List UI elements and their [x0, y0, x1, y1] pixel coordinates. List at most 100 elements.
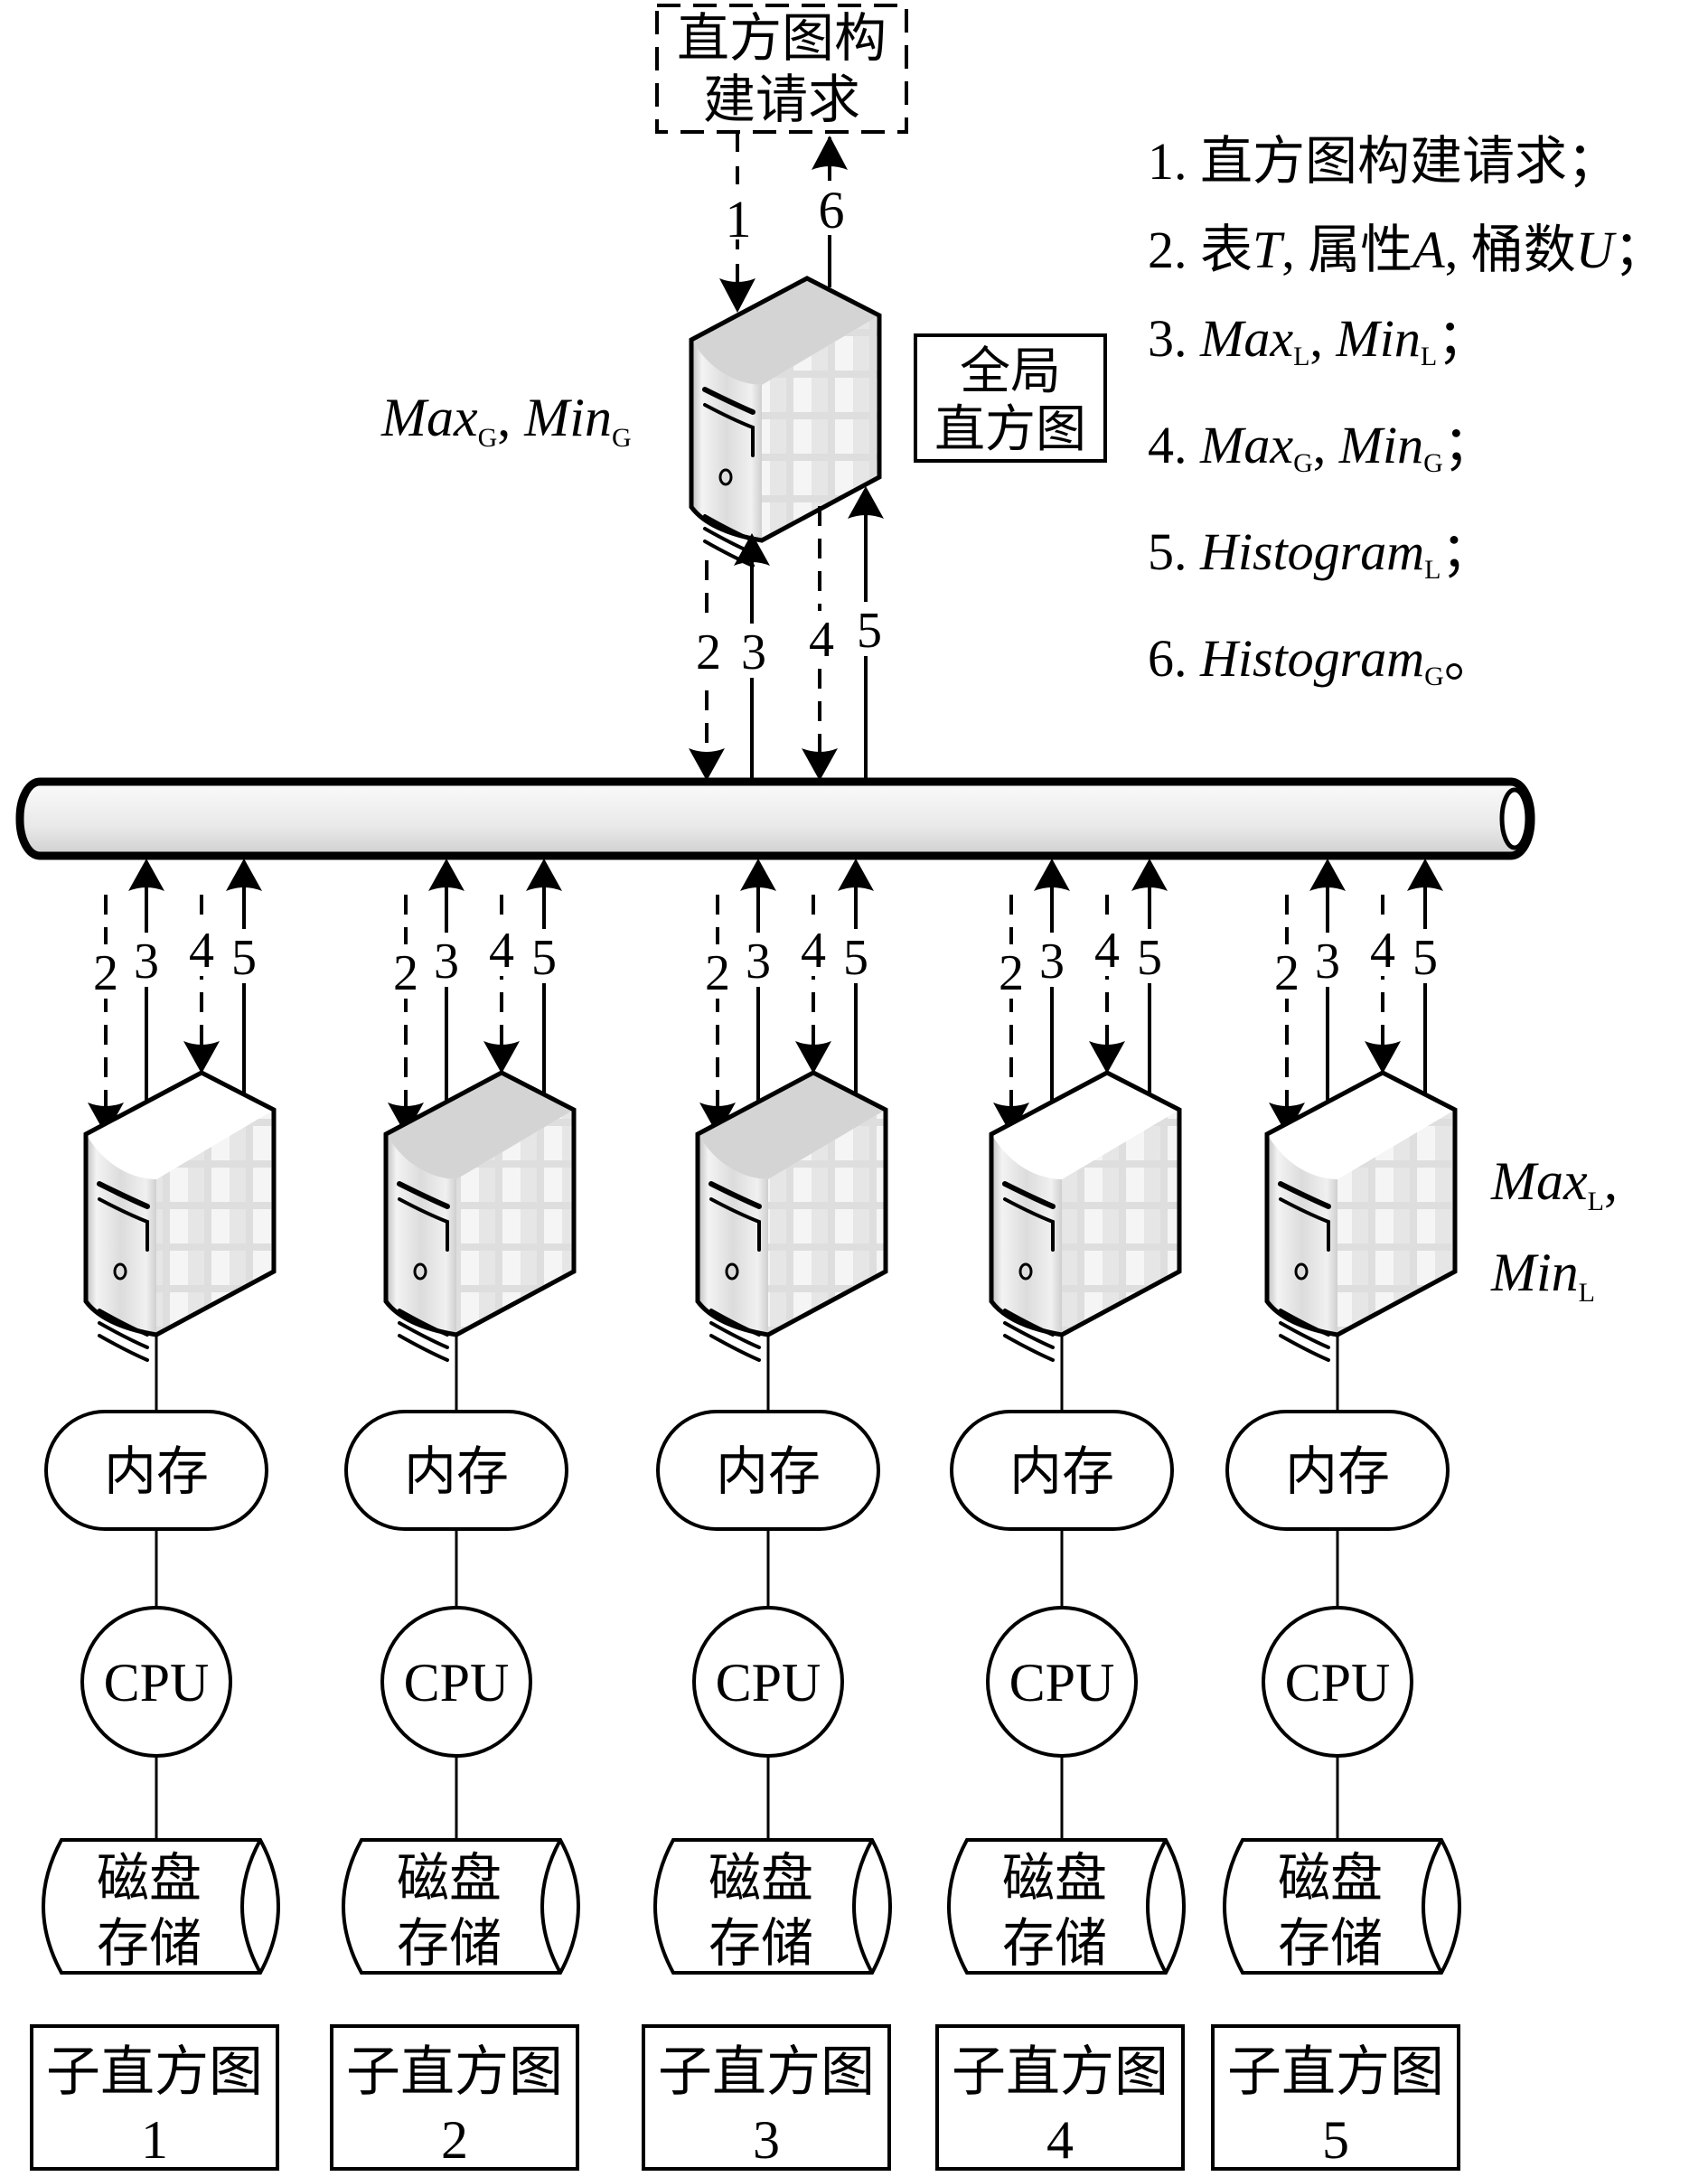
node-arrow-3-label: 3	[1039, 934, 1065, 990]
node-arrow-4-head	[1089, 1041, 1125, 1074]
legend-number: 5.	[1148, 522, 1200, 581]
sub-histogram-index: 3	[753, 2110, 780, 2170]
node-arrow-5-head	[838, 859, 874, 891]
server-vent-line	[1279, 1334, 1330, 1362]
legend-text: ；	[1442, 416, 1496, 474]
global-box-line2: 直方图	[934, 400, 1086, 459]
node-arrow-2-head	[388, 1103, 424, 1135]
legend-item-4: 4. MaxG, MinG；	[1148, 401, 1708, 508]
legend-text: Histogram	[1200, 522, 1425, 581]
legend-text: U	[1575, 221, 1614, 279]
node-arrow-3-head	[128, 859, 164, 891]
node-max-text: Max	[1491, 1151, 1588, 1211]
node-min-sub: L	[1578, 1278, 1595, 1308]
server-top-face	[991, 1073, 1179, 1179]
request-arrows: 1 6	[719, 134, 848, 313]
legend-text: ,	[1312, 416, 1339, 474]
memory-label: 内存	[404, 1440, 509, 1502]
cpu-node: CPU	[986, 1606, 1138, 1758]
server-vent-line	[398, 1334, 449, 1362]
legend-text: 表	[1200, 221, 1253, 279]
disk-end-curve	[540, 1839, 562, 1974]
legend-text: A	[1412, 221, 1445, 279]
memory-label: 内存	[104, 1440, 209, 1502]
disk-label-line2: 存储	[709, 1912, 813, 1974]
master-label-sep: ,	[497, 388, 525, 447]
global-box-line1: 全局	[960, 343, 1061, 401]
server-vent-line	[398, 1309, 449, 1337]
node-arrow-5-label: 5	[843, 930, 868, 986]
legend-text: Max	[1200, 309, 1294, 368]
server-power-icon	[413, 1262, 427, 1281]
master-min-sub: G	[611, 423, 632, 453]
legend-subscript: L	[1420, 342, 1438, 371]
node-arrow-2-head	[88, 1103, 124, 1135]
disk-label-line2: 存储	[1278, 1912, 1383, 1974]
server-side-face	[762, 315, 879, 540]
server-slot-icon	[1002, 1181, 1056, 1209]
worker-server-icon	[989, 1070, 1182, 1362]
master-max-text: Max	[381, 388, 478, 447]
master-arrow-4-label: 4	[809, 612, 834, 668]
server-side-face	[1337, 1110, 1455, 1335]
cpu-label: CPU	[716, 1653, 821, 1713]
node-max-min-label: MaxL, MinL	[1491, 1146, 1618, 1328]
global-histogram-box: 全局 直方图	[914, 333, 1107, 463]
memory-node: 内存	[344, 1410, 568, 1531]
node-arrow-4-head	[1365, 1041, 1401, 1074]
legend-text: ；	[1437, 309, 1490, 368]
node-arrow-4-label: 4	[1370, 923, 1395, 979]
legend-text: Max	[1200, 416, 1294, 474]
node-arrow-3-head	[1309, 859, 1346, 891]
node-arrow-5-label: 5	[1137, 930, 1162, 986]
worker-server-icon	[383, 1070, 577, 1362]
master-min-text: Min	[524, 388, 612, 447]
node-arrow-2-label: 2	[393, 945, 418, 1001]
node-min-text: Min	[1491, 1243, 1579, 1302]
legend-text: ；	[1613, 221, 1666, 279]
server-slot-icon	[97, 1181, 150, 1209]
server-vent-line	[98, 1334, 149, 1362]
legend-item-2: 2. 表T, 属性A, 桶数U；	[1148, 206, 1708, 295]
server-side-face	[456, 1110, 574, 1335]
node-arrow-4-label: 4	[189, 923, 214, 979]
node-arrow-4-label: 4	[1094, 923, 1120, 979]
sub-histogram-label: 子直方图	[46, 2041, 263, 2104]
node-arrow-4-label: 4	[801, 923, 826, 979]
node-arrow-2-label: 2	[999, 945, 1024, 1001]
legend-text: ；	[1441, 522, 1494, 581]
node-arrow-4-head	[795, 1041, 831, 1074]
disk-label-line1: 磁盘	[97, 1847, 202, 1909]
cpu-label: CPU	[104, 1653, 210, 1713]
node-arrow-2-head	[993, 1103, 1029, 1135]
sub-histogram-label: 子直方图	[952, 2041, 1168, 2104]
legend-item-5: 5. HistogramL；	[1148, 508, 1708, 615]
node-arrow-2-label: 2	[705, 945, 730, 1001]
cpu-node: CPU	[692, 1606, 844, 1758]
server-top-face	[691, 278, 879, 385]
sub-histogram-label: 子直方图	[346, 2041, 563, 2104]
master-max-sub: G	[477, 423, 498, 453]
legend-text: Histogram	[1200, 629, 1425, 688]
cpu-label: CPU	[1009, 1653, 1115, 1713]
memory-node: 内存	[656, 1410, 880, 1531]
legend-number: 3.	[1148, 309, 1200, 368]
legend-item-3: 3. MaxL, MinL；	[1148, 295, 1708, 401]
server-vent-line	[98, 1321, 149, 1349]
legend-item-6: 6. HistogramG。	[1148, 615, 1708, 721]
server-side-face	[156, 1110, 274, 1335]
legend-number: 4.	[1148, 416, 1200, 474]
